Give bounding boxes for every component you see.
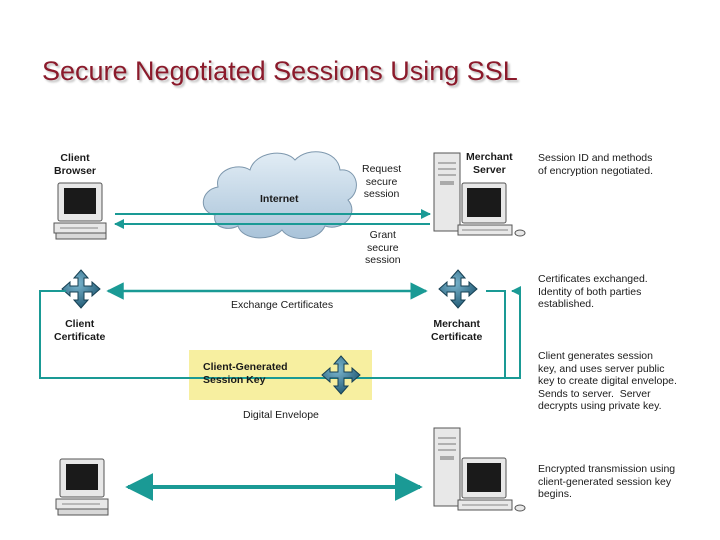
note-session-negotiation: Session ID and methods of encryption neg…: [538, 152, 653, 177]
request-secure-session-label: Request secure session: [362, 163, 402, 200]
note-certificates-exchanged: Certificates exchanged. Identity of both…: [538, 273, 648, 310]
exchange-certificates-label: Exchange Certificates: [231, 299, 334, 311]
envelope-loop-line: [39, 290, 506, 379]
envelope-return-arrow: [505, 286, 521, 379]
merchant-certificate-icon: [438, 269, 478, 309]
note-digital-envelope: Client generates session key, and uses s…: [538, 350, 677, 412]
client-certificate-label: Client Certificate: [54, 318, 106, 343]
client-generated-session-key-label: Client-Generated Session Key: [203, 361, 288, 386]
session-key-icon: [321, 355, 361, 395]
client-browser-label: Client Browser: [54, 152, 97, 177]
digital-envelope-label: Digital Envelope: [243, 409, 319, 421]
merchant-certificate-label: Merchant Certificate: [431, 318, 483, 343]
internet-label: Internet: [260, 193, 299, 205]
client-certificate-icon: [61, 269, 101, 309]
note-encrypted-transmission: Encrypted transmission using client-gene…: [538, 463, 676, 500]
merchant-server-label: Merchant Server: [466, 151, 513, 176]
internet-cloud: [202, 151, 357, 239]
client-browser-computer-icon: [53, 182, 107, 240]
page-title: Secure Negotiated Sessions Using SSL: [42, 56, 518, 86]
client-computer-icon: [55, 458, 109, 516]
merchant-server-bottom-icon: [433, 427, 526, 512]
grant-secure-session-label: Grant secure session: [365, 229, 401, 266]
